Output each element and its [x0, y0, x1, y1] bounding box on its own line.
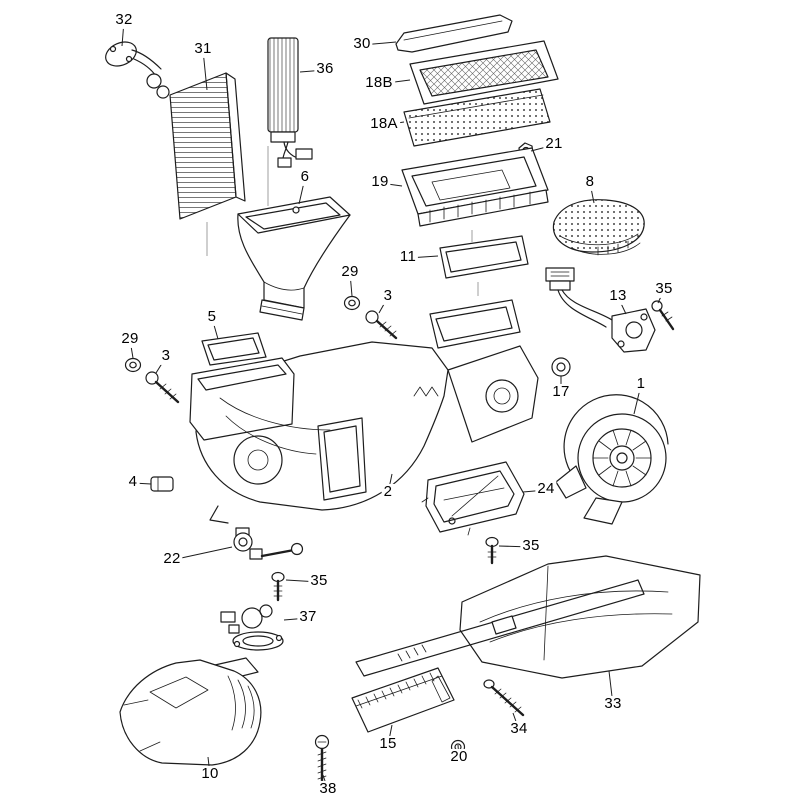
leader-line-19-7 [379, 182, 403, 187]
part-35-screw-right [651, 300, 675, 331]
part-35-screw-duct [485, 536, 499, 565]
leader-line-20-30 [457, 744, 460, 759]
leader-line-15-29 [387, 724, 393, 746]
part-34-screw-long [483, 679, 525, 717]
leader-line-31-1 [202, 49, 208, 91]
leader-line-6-9 [298, 177, 306, 205]
part-24-air-duct [421, 461, 525, 536]
leader-line-35-14 [657, 289, 665, 304]
leader-line-13-13 [617, 296, 627, 315]
part-5-seal [201, 332, 267, 366]
leader-line-10-27 [207, 756, 211, 776]
part-18a-dust-filter [403, 88, 551, 147]
part-10-side-duct [119, 657, 262, 766]
leader-line-36-2 [299, 69, 326, 73]
part-15-floor-duct [351, 667, 455, 733]
leader-line-35-25 [285, 579, 320, 583]
part-2-heater-housing [189, 299, 539, 524]
leader-line-5-15 [211, 317, 219, 340]
part-33-floor-panel [355, 555, 701, 679]
part-3-screw-center [365, 310, 398, 340]
leader-line-32-0 [121, 20, 125, 47]
leader-line-11-10 [407, 255, 439, 259]
part-22-control-levers [233, 527, 304, 560]
leader-line-29-16 [129, 339, 134, 359]
part-29-washer-left [124, 357, 142, 373]
part-3-screw-left [145, 371, 180, 404]
leader-line-29-11 [349, 272, 353, 297]
part-29-washer-center [343, 295, 361, 311]
leader-line-18b-4 [378, 79, 411, 85]
part-35-screw-lever [271, 571, 285, 602]
part-31-heater-core [146, 72, 246, 220]
part-4-clip [150, 476, 174, 492]
part-38-screw [314, 734, 330, 783]
leader-line-1-19 [633, 384, 642, 415]
leader-line-21-6 [530, 144, 555, 152]
leader-line-34-31 [512, 712, 520, 731]
leader-line-33-32 [608, 670, 614, 706]
leader-line-2-21 [387, 473, 393, 494]
leader-line-3-12 [378, 296, 389, 314]
part-11-gasket [439, 235, 529, 279]
leader-line-3-17 [155, 356, 167, 374]
leader-line-35-23 [498, 545, 532, 548]
part-19-filter-tray [401, 147, 549, 227]
leader-line-22-24 [171, 546, 233, 561]
part-18b-coarse-filter [409, 40, 559, 105]
part-36-heating-element [267, 37, 313, 168]
part-32-pipe-flange [105, 41, 162, 77]
part-37-valve-assembly [220, 604, 284, 651]
leader-line-24-22 [522, 489, 547, 493]
part-30-seal-frame [395, 14, 513, 53]
part-6-air-funnel [237, 196, 351, 321]
leader-line-18a-5 [383, 121, 405, 126]
leader-line-4-20 [132, 482, 152, 485]
assembly-lines [206, 146, 479, 296]
part-8-air-intake-grille [552, 199, 645, 256]
leader-line-8-8 [589, 182, 595, 204]
part-1-blower-motor [555, 394, 669, 525]
leader-line-37-26 [283, 617, 309, 621]
part-13-bracket-with-harness [545, 267, 656, 353]
leader-line-30-3 [361, 41, 397, 46]
leader-line-38-28 [322, 774, 329, 791]
